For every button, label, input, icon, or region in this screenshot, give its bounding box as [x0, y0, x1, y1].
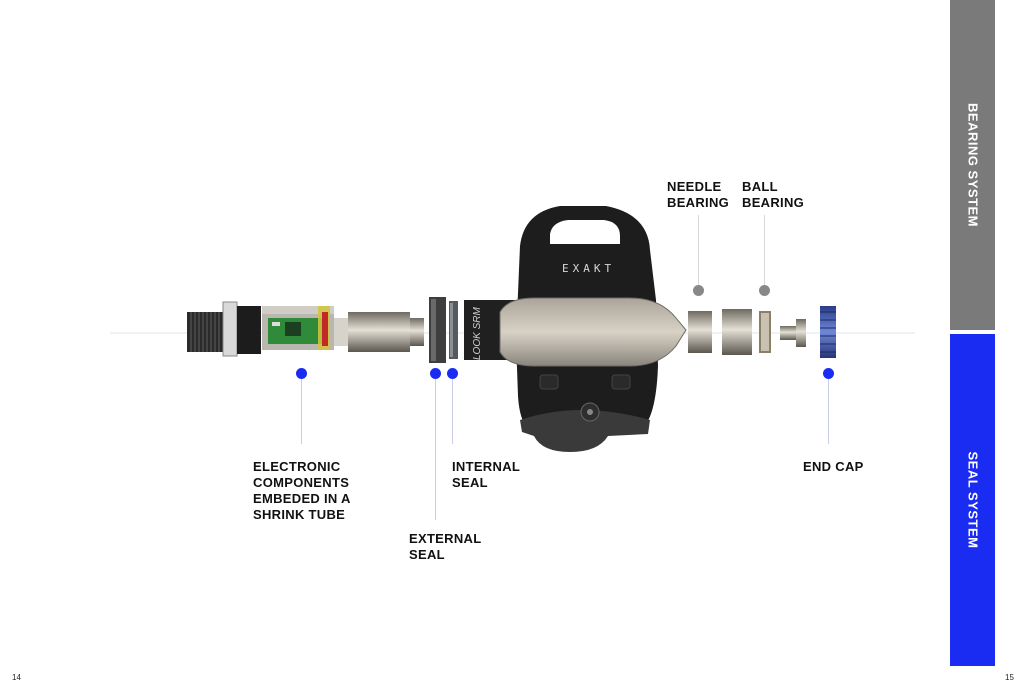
- ball-bearing-part: [722, 309, 771, 355]
- needle-bearing-part: [688, 311, 712, 353]
- tab-bearing-system-label: BEARING SYSTEM: [965, 102, 980, 228]
- tab-seal-system-label: SEAL SYSTEM: [965, 451, 980, 549]
- ball-bearing-callout-line: [764, 215, 765, 287]
- needle-bearing-label: NEEDLE BEARING: [667, 179, 730, 210]
- pedal-body: [464, 206, 687, 452]
- end-cap-callout-line: [828, 378, 829, 444]
- needle-bearing-callout-line: [698, 215, 699, 287]
- external-seal-callout-line: [435, 378, 436, 520]
- axle-nut-part: [780, 319, 806, 347]
- needle-bearing-callout-dot: [693, 285, 704, 296]
- internal-seal-part: [449, 301, 458, 359]
- electronic-callout-line: [301, 378, 302, 444]
- page-number-right: 15: [1005, 673, 1014, 682]
- external-seal-part: [429, 297, 446, 363]
- pedal-side-text: LOOK SRM: [472, 307, 483, 360]
- external-seal-label: EXTERNAL SEAL: [409, 531, 482, 562]
- pedal-brand-text: EXAKT: [562, 262, 615, 275]
- ball-bearing-label: BALL BEARING: [742, 179, 805, 210]
- electronic-callout-dot: [296, 368, 307, 379]
- spindle-thread: [187, 301, 261, 357]
- internal-seal-callout-line: [452, 378, 453, 444]
- end-cap-callout-dot: [823, 368, 834, 379]
- external-seal-callout-dot: [430, 368, 441, 379]
- electronic-components-label: ELECTRONIC COMPONENTS EMBEDED IN A SHRIN…: [253, 459, 351, 522]
- internal-seal-label: INTERNAL SEAL: [452, 459, 521, 490]
- tab-seal-system: SEAL SYSTEM: [950, 334, 995, 666]
- spindle-shaft: [334, 312, 424, 352]
- tab-bearing-system: BEARING SYSTEM: [950, 0, 995, 330]
- ball-bearing-callout-dot: [759, 285, 770, 296]
- end-cap-label: END CAP: [803, 459, 864, 474]
- end-cap-part: [820, 306, 836, 358]
- page-number-left: 14: [12, 673, 21, 682]
- electronics-shrink-tube: [262, 306, 334, 350]
- internal-seal-callout-dot: [447, 368, 458, 379]
